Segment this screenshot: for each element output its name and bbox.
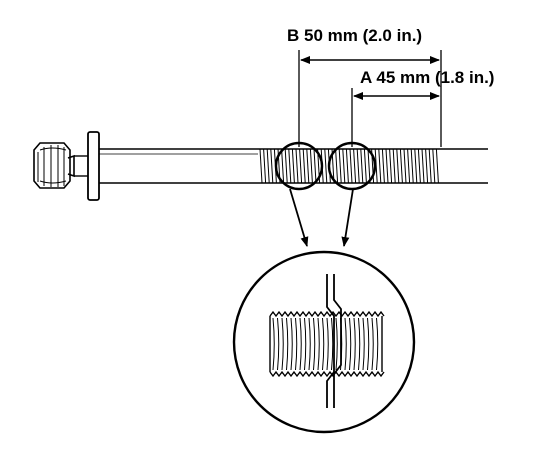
thread-line (306, 148, 310, 184)
bolt-flange (67, 131, 100, 201)
zoom-thread-line (353, 317, 356, 371)
thread-line (349, 148, 353, 184)
zoom-thread-line (290, 317, 293, 371)
thread-line (284, 148, 288, 184)
inspection-circle-a (327, 141, 377, 191)
thread-line (281, 148, 285, 184)
thread-line (324, 148, 328, 184)
thread-line (302, 148, 306, 184)
thread-line (288, 148, 292, 184)
dimension-a-label: A 45 mm (1.8 in.) (360, 68, 494, 87)
zoom-thread-line (367, 317, 370, 371)
thread-line (407, 148, 411, 184)
thread-line (270, 148, 274, 184)
thread-line (421, 148, 425, 184)
leader-arrow-b (289, 188, 309, 247)
dimension-a: A 45 mm (1.8 in.) (351, 68, 494, 147)
zoom-thread-line (277, 317, 280, 371)
thread-line (385, 148, 389, 184)
zoom-thread-line (286, 317, 289, 371)
thread-line (378, 148, 382, 184)
thread-line (396, 148, 400, 184)
zoom-circle (232, 250, 416, 434)
zoom-thread-line (281, 317, 284, 371)
zoom-thread-edge-bottom (269, 370, 385, 378)
zoom-thread-section (269, 310, 385, 378)
thread-line (342, 148, 346, 184)
zoom-thread-line (376, 317, 379, 371)
zoom-thread-line (335, 317, 338, 371)
zoom-thread-line (371, 317, 374, 371)
leader-arrow-a (341, 188, 354, 247)
bolt-head (33, 142, 71, 189)
zoom-neck-left (326, 274, 335, 408)
zoom-thread-line (304, 317, 307, 371)
zoom-thread-line (322, 317, 325, 371)
zoom-thread-line (326, 317, 329, 371)
thread-line (374, 148, 378, 184)
zoom-thread-line (299, 317, 302, 371)
zoom-thread-line (295, 317, 298, 371)
thread-line (410, 148, 414, 184)
thread-line (392, 148, 396, 184)
thread-line (353, 148, 357, 184)
thread-line (435, 148, 439, 184)
dimension-b-label: B 50 mm (2.0 in.) (287, 26, 422, 45)
thread-line (425, 148, 429, 184)
thread-line (428, 148, 432, 184)
zoom-thread-line (308, 317, 311, 371)
bolt (33, 131, 488, 201)
thread-line (345, 148, 349, 184)
inspection-circle-b (274, 141, 324, 191)
zoom-thread-line (362, 317, 365, 371)
thread-line (356, 148, 360, 184)
thread-line (417, 148, 421, 184)
bolt-threads (258, 148, 488, 184)
thread-line (363, 148, 367, 184)
thread-line (399, 148, 403, 184)
thread-line (338, 148, 342, 184)
zoom-thread-edge-top (269, 310, 385, 318)
thread-line (360, 148, 364, 184)
thread-line (299, 148, 303, 184)
zoom-thread-line (349, 317, 352, 371)
thread-line (291, 148, 295, 184)
zoom-thread-line (313, 317, 316, 371)
leader-arrows (289, 188, 354, 247)
dimension-b: B 50 mm (2.0 in.) (287, 26, 442, 147)
zoom-thread-line (358, 317, 361, 371)
thread-line (313, 148, 317, 184)
thread-line (389, 148, 393, 184)
thread-line (432, 148, 436, 184)
thread-line (367, 148, 371, 184)
thread-line (266, 148, 270, 184)
thread-line (295, 148, 299, 184)
thread-line (414, 148, 418, 184)
thread-line (309, 148, 313, 184)
zoom-thread-line (272, 317, 275, 371)
thread-line (403, 148, 407, 184)
zoom-neck-right (333, 274, 342, 408)
thread-line (263, 148, 267, 184)
bolt-shank (99, 148, 258, 184)
thread-line (259, 148, 263, 184)
zoom-detail (232, 250, 416, 434)
thread-line (381, 148, 385, 184)
zoom-thread-line (317, 317, 320, 371)
zoom-thread-line (331, 317, 334, 371)
zoom-thread-line (344, 317, 347, 371)
thread-line (335, 148, 339, 184)
